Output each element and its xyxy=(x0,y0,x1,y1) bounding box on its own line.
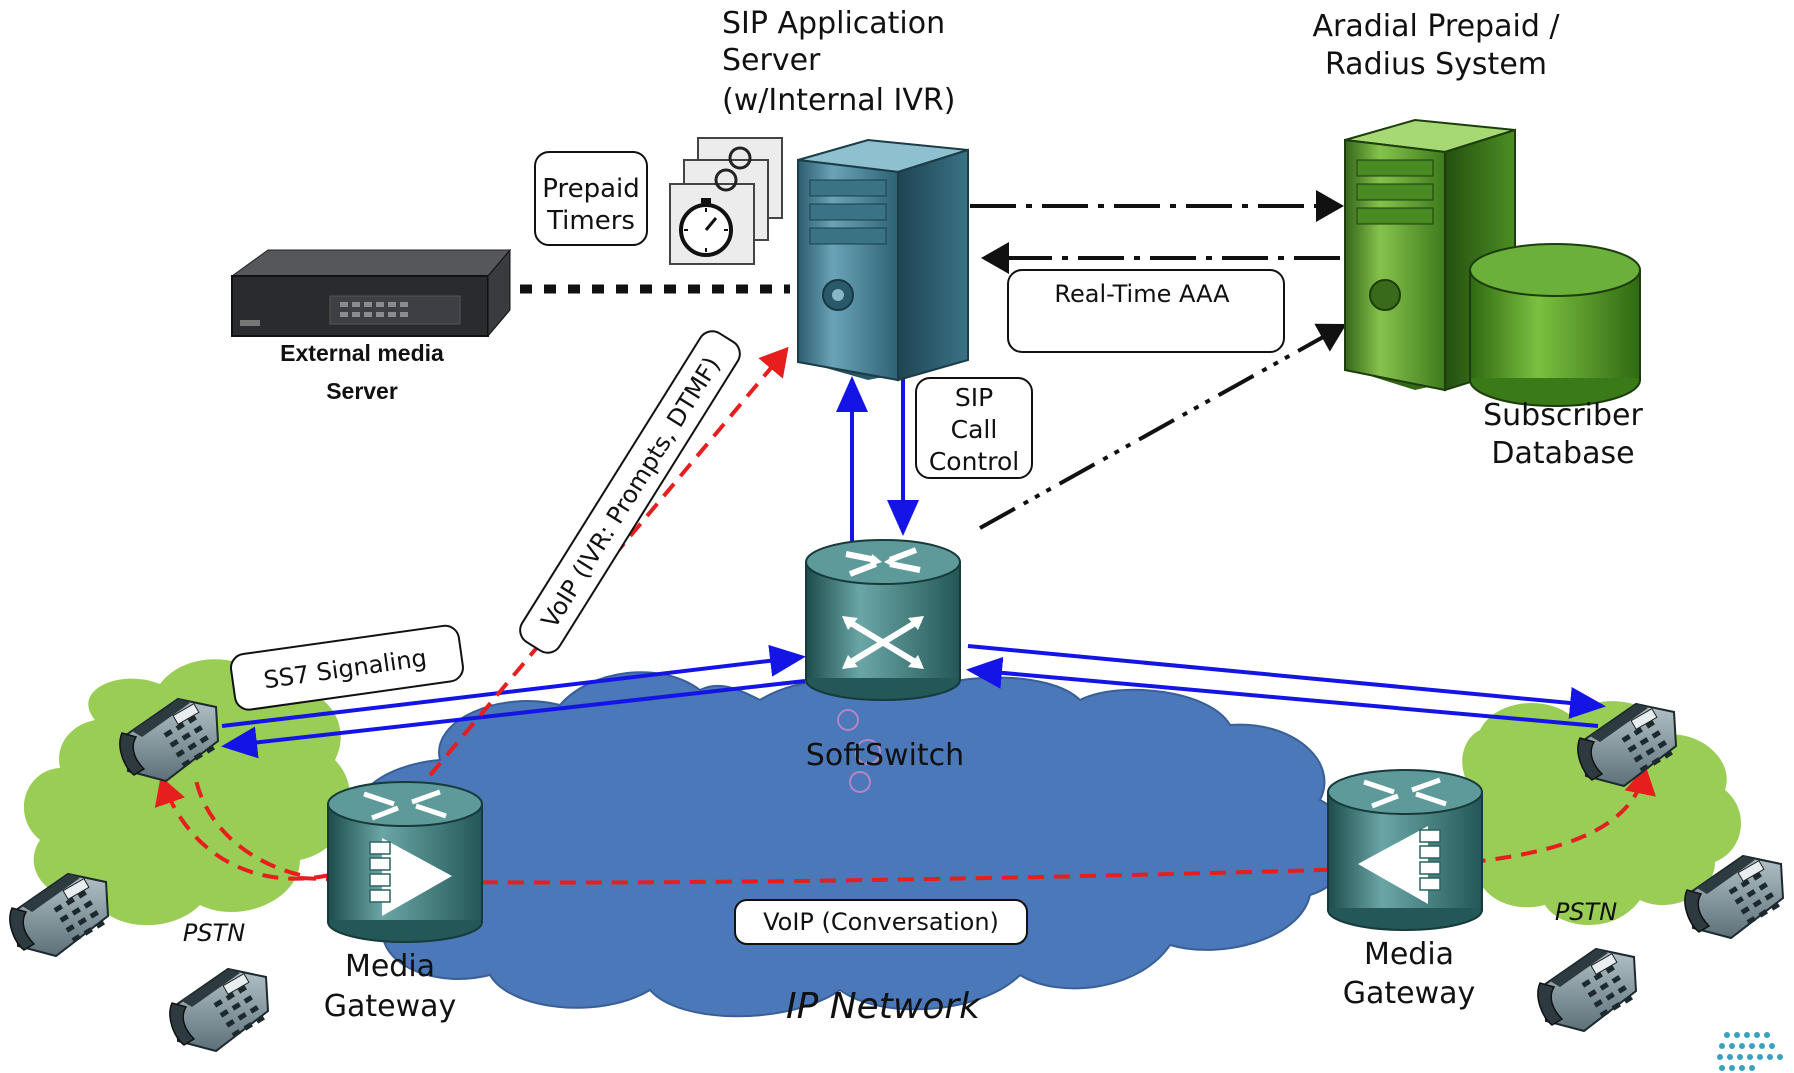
pstn-cloud-left xyxy=(23,659,351,926)
subscriber-database-label: Subscriber Database xyxy=(1483,398,1643,471)
svg-text:External media: External media xyxy=(280,340,444,366)
ss7-signaling-box xyxy=(230,624,464,711)
real-time-aaa-label: Real-Time AAA xyxy=(1054,280,1230,308)
softswitch-bubbles xyxy=(837,709,881,793)
svg-text:Gateway: Gateway xyxy=(324,989,457,1024)
ip-network-label: IP Network xyxy=(786,986,982,1027)
softswitch-aaa-line xyxy=(979,323,1347,530)
real-time-aaa-box xyxy=(1007,269,1285,353)
svg-text:Server: Server xyxy=(722,43,821,78)
svg-text:Radius System: Radius System xyxy=(1325,47,1547,82)
radius-system-label: Aradial Prepaid / Radius System xyxy=(1312,9,1560,82)
phone-icon xyxy=(1536,948,1637,1032)
media-gateway-router-icon-right xyxy=(1327,769,1483,931)
softswitch-label: SoftSwitch xyxy=(806,738,964,773)
sip-server-tower-icon xyxy=(797,138,969,382)
svg-text:(w/Internal IVR): (w/Internal IVR) xyxy=(722,83,955,118)
media-gateway-left-label: Media Gateway xyxy=(324,949,457,1024)
svg-text:Prepaid: Prepaid xyxy=(542,174,640,204)
voip-conversation-label: VoIP (Conversation) xyxy=(763,908,999,936)
sip-call-control-label: SIP Call Control xyxy=(929,383,1019,476)
svg-text:Media: Media xyxy=(345,949,435,984)
voip-conversation-box xyxy=(734,899,1028,945)
svg-text:Call: Call xyxy=(951,415,998,444)
svg-text:Control: Control xyxy=(929,447,1019,476)
svg-text:Gateway: Gateway xyxy=(1343,976,1476,1011)
ss7-left-down-line xyxy=(221,679,806,759)
voip-left-phone-line xyxy=(194,779,301,877)
svg-text:Media: Media xyxy=(1364,937,1454,972)
external-media-server-label: External media Server xyxy=(280,340,444,404)
svg-text:Aradial Prepaid /: Aradial Prepaid / xyxy=(1312,9,1560,44)
media-gateway-router-icon-left xyxy=(327,781,483,943)
voip-ivr-label: VoIP (IVR: Prompts, DTMF) xyxy=(536,352,726,633)
prepaid-timers-label: Prepaid Timers xyxy=(542,174,640,236)
sip-call-control-box xyxy=(915,377,1033,479)
phone-icon xyxy=(168,968,269,1052)
prepaid-timers-box xyxy=(534,151,648,246)
media-gateway-right-label: Media Gateway xyxy=(1343,937,1476,1011)
rack-media-server-icon xyxy=(230,248,512,338)
brand-dots-logo xyxy=(1717,1032,1783,1071)
svg-text:Server: Server xyxy=(326,378,398,404)
ss7-right-in-line xyxy=(966,656,1599,728)
svg-text:SIP Application: SIP Application xyxy=(722,6,945,41)
pstn-left-label: PSTN xyxy=(183,919,245,947)
pstn-right-label: PSTN xyxy=(1555,898,1617,926)
ss7-left-up-line xyxy=(221,644,806,728)
svg-text:Database: Database xyxy=(1491,436,1634,471)
ip-network-cloud xyxy=(334,671,1350,1018)
voip-ivr-box xyxy=(519,330,741,654)
svg-text:SIP: SIP xyxy=(955,383,993,412)
svg-text:Timers: Timers xyxy=(546,206,635,236)
stopwatch-icon xyxy=(669,137,783,265)
sip-server-label: SIP Application Server (w/Internal IVR) xyxy=(722,6,955,118)
voip-conversation-line xyxy=(299,766,1656,885)
phone-icon xyxy=(8,873,109,957)
softswitch-router-icon xyxy=(805,539,961,701)
database-cylinder-icon xyxy=(1469,243,1641,407)
svg-text:Subscriber: Subscriber xyxy=(1483,398,1643,433)
ss7-right-out-line xyxy=(967,644,1606,719)
